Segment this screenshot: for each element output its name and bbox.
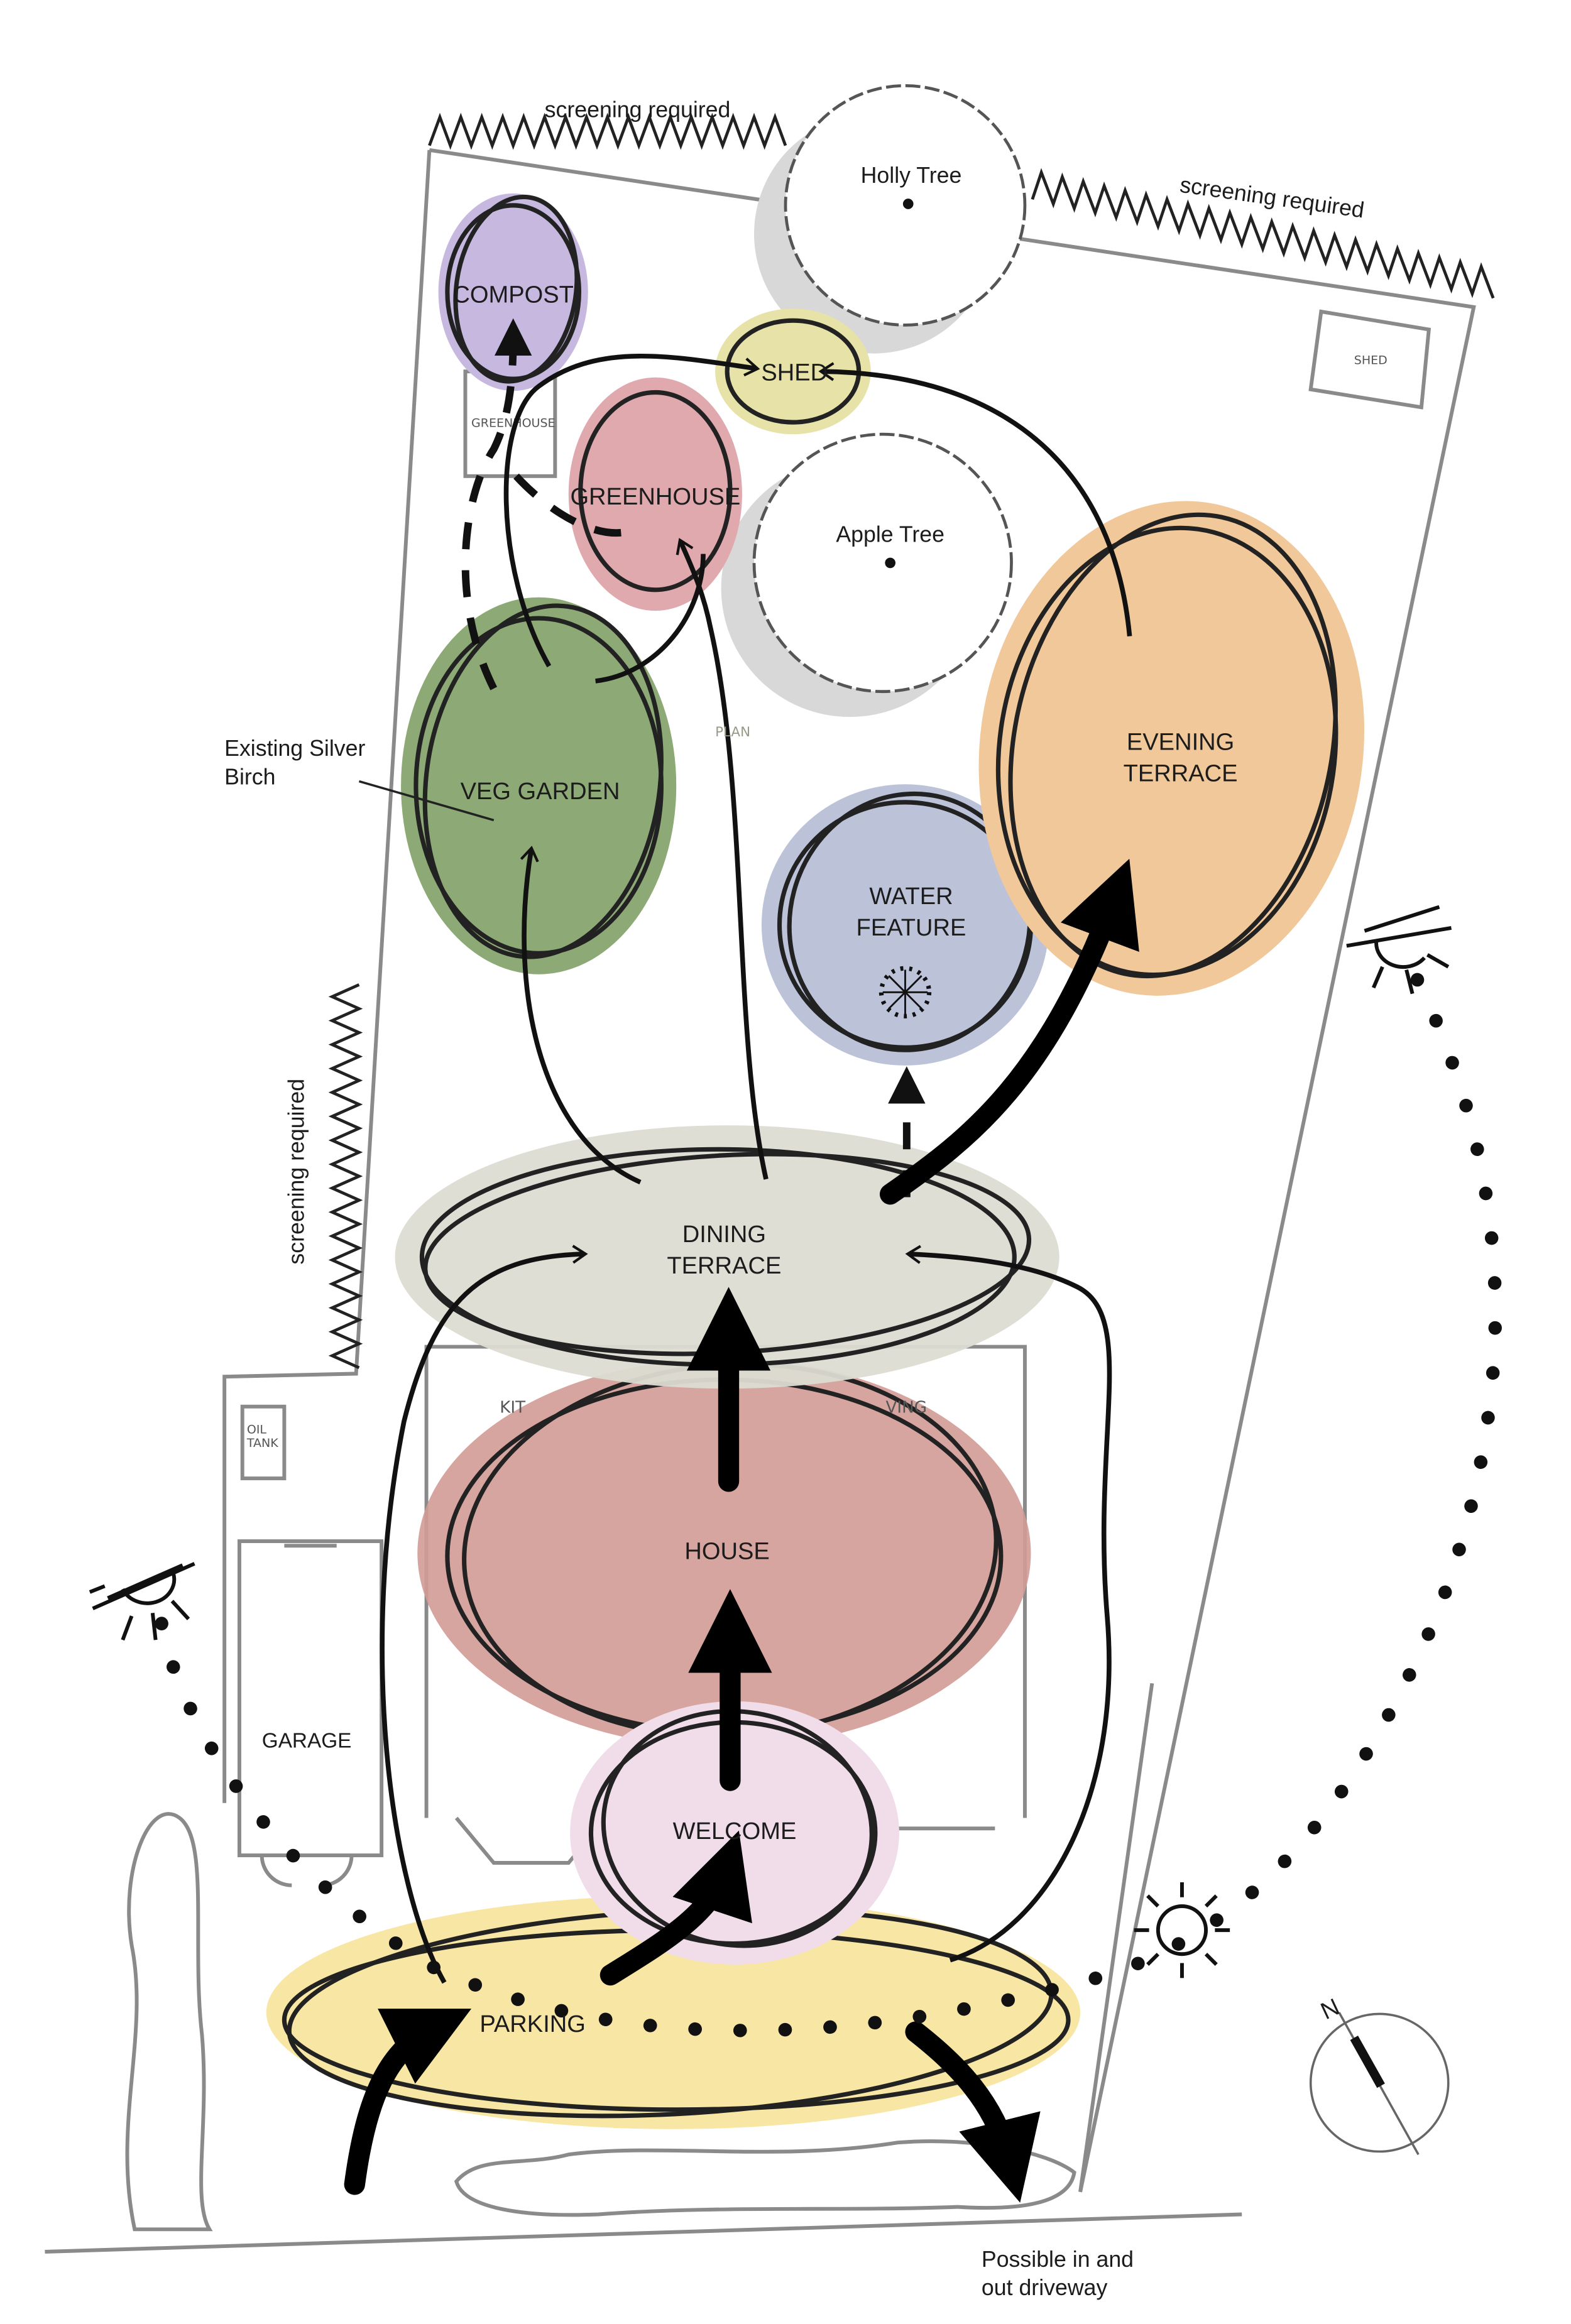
parking-label: PARKING [479, 2011, 586, 2038]
compost-label: COMPOST [452, 282, 574, 308]
flow-arrows [380, 353, 1132, 1984]
screening-zigzag-left [328, 983, 363, 1370]
dining-terrace-label-2: TERRACE [667, 1253, 781, 1279]
living-partial-label: VING [886, 1398, 928, 1417]
holly-tree [754, 84, 1027, 354]
hedge-bottom [454, 2139, 1076, 2217]
screening-label-left: screening required [283, 1079, 309, 1265]
water-feature-label-2: FEATURE [857, 915, 966, 941]
existing-shed-label: SHED [1354, 353, 1388, 367]
dashed-path-greenhouse [513, 473, 630, 537]
holly-tree-label: Holly Tree [861, 163, 962, 188]
oil-tank-label-1: OIL [247, 1423, 267, 1437]
oil-tank-label-2: TANK [246, 1436, 278, 1450]
sun-path [155, 966, 1503, 2038]
north-arrow-icon [1309, 2012, 1450, 2156]
dashed-path-compost [461, 318, 532, 690]
screening-label-top: screening required [545, 97, 731, 122]
existing-shed-plan [1308, 309, 1431, 410]
hedge-left [125, 1812, 213, 2232]
water-feature-zone [761, 784, 1049, 1066]
garage-label: GARAGE [262, 1730, 352, 1753]
driveway-label-2: out driveway [982, 2275, 1108, 2300]
sunset-icon [1346, 905, 1452, 995]
dining-terrace-label-1: DINING [682, 1221, 766, 1248]
veg-garden-zone [401, 597, 677, 974]
apple-tree-label: Apple Tree [836, 522, 944, 547]
silver-birch-label-1: Existing Silver [224, 736, 365, 761]
kitchen-partial-label: KIT [500, 1398, 526, 1417]
evening-terrace-label-1: EVENING [1127, 729, 1234, 756]
evening-terrace-label-2: TERRACE [1124, 761, 1238, 787]
welcome-label: WELCOME [673, 1818, 797, 1845]
greenhouse-label: GREENHOUSE [570, 484, 740, 510]
compost-zone [438, 193, 588, 391]
garage-building [237, 1539, 384, 1887]
silver-birch-leader [358, 780, 495, 822]
water-feature-label-1: WATER [869, 883, 953, 910]
sunrise-icon [89, 1562, 195, 1641]
plan-small-label: PLAN [715, 724, 750, 740]
house-label: HOUSE [684, 1539, 769, 1565]
oil-tank [240, 1404, 287, 1481]
shed-label: SHED [761, 359, 828, 386]
driveway-label-1: Possible in and [982, 2247, 1134, 2272]
apple-tree [721, 432, 1013, 717]
screening-zigzag-top [428, 112, 787, 150]
veg-garden-label: VEG GARDEN [461, 778, 620, 805]
fountain-icon [879, 966, 932, 1018]
greenhouse-zone [568, 377, 742, 611]
north-label: N [1317, 1994, 1344, 2025]
sun-icon [1134, 1882, 1230, 1978]
bold-flow-arrows [344, 858, 1139, 2203]
silver-birch-label-2: Birch [224, 764, 275, 789]
screening-zigzag-right [1031, 168, 1495, 299]
